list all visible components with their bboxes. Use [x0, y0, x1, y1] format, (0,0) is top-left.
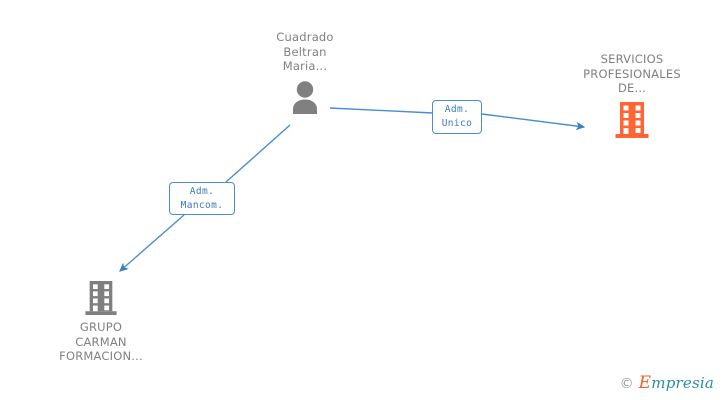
copyright-icon: ©: [619, 375, 634, 392]
node-company-bottom-left[interactable]: GRUPO CARMAN FORMACION...: [39, 280, 163, 364]
brand-logo: Empresia: [639, 375, 714, 392]
node-person[interactable]: Cuadrado Beltran Maria...: [268, 30, 342, 114]
brand-initial: E: [638, 373, 652, 393]
edge-line-mancom-lower: [119, 214, 185, 272]
edge-label-adm-unico[interactable]: Adm. Unico: [432, 100, 482, 134]
node-person-label: Cuadrado Beltran Maria...: [276, 30, 334, 73]
edge-label-adm-mancom[interactable]: Adm. Mancom.: [169, 182, 235, 215]
building-icon: [85, 281, 117, 315]
node-company-right-label: SERVICIOS PROFESIONALES DE...: [583, 52, 681, 95]
edge-line-unico-left: [329, 107, 434, 114]
brand-rest: mpresia: [651, 374, 714, 392]
watermark: © Empresia: [620, 375, 714, 392]
person-icon: [293, 80, 317, 114]
edge-line-mancom-upper: [225, 124, 291, 183]
building-icon: [615, 101, 649, 138]
node-company-bottom-left-label: GRUPO CARMAN FORMACION...: [59, 320, 143, 363]
edge-line-unico-right: [481, 113, 586, 131]
node-company-right[interactable]: SERVICIOS PROFESIONALES DE...: [570, 52, 694, 139]
